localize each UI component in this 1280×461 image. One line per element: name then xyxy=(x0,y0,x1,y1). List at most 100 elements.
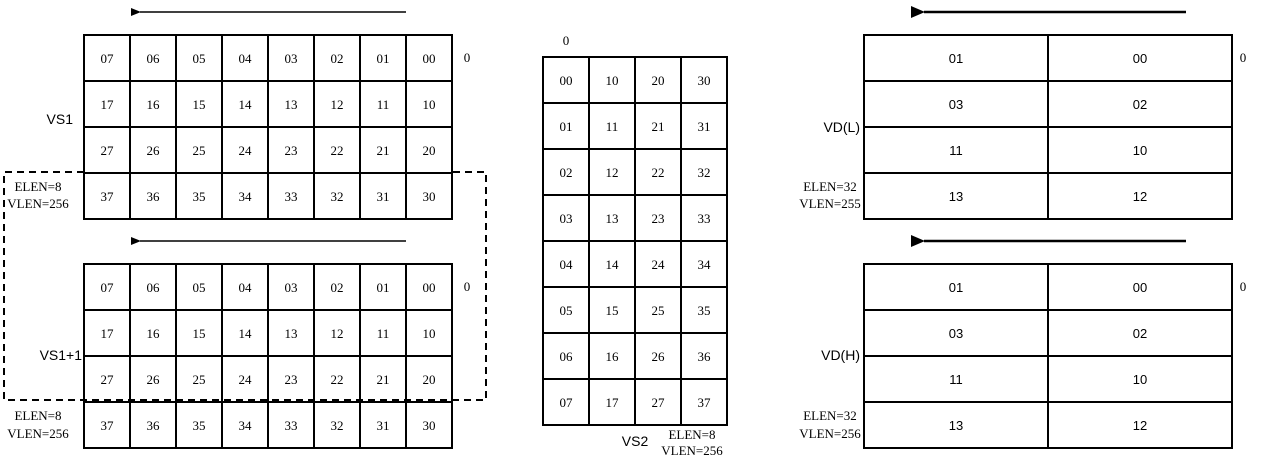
vs2-cell: 21 xyxy=(652,119,665,134)
vs2-cell: 24 xyxy=(652,257,666,272)
vs2-cell: 34 xyxy=(698,257,712,272)
vs1p1-vlen: VLEN=256 xyxy=(7,426,69,441)
vs2-cell: 15 xyxy=(606,303,619,318)
vs2-cell: 01 xyxy=(560,119,573,134)
vs1p1-cell: 36 xyxy=(147,418,161,433)
vs1-elen: ELEN=8 xyxy=(14,179,61,194)
vs1-cell: 34 xyxy=(239,189,253,204)
vdl-cell: 02 xyxy=(1133,97,1147,112)
vs1p1-cell: 15 xyxy=(193,326,206,341)
vdl-elen: ELEN=32 xyxy=(803,179,857,194)
vs1p1-elen: ELEN=8 xyxy=(14,408,61,423)
vs1-cell: 36 xyxy=(147,189,161,204)
vs1-cell: 23 xyxy=(285,143,298,158)
vs2-cell: 32 xyxy=(698,165,711,180)
vs1p1-cell: 30 xyxy=(423,418,436,433)
vs1p1-cell: 16 xyxy=(147,326,161,341)
vs1p1-cell: 26 xyxy=(147,372,161,387)
vs1-cell: 05 xyxy=(193,51,206,66)
vs1p1-cell: 35 xyxy=(193,418,206,433)
vs1p1-cell: 24 xyxy=(239,372,253,387)
vs2-col-index: 0 xyxy=(563,33,570,48)
vs1-cell: 24 xyxy=(239,143,253,158)
vs1-cell: 07 xyxy=(101,51,115,66)
vs2-cell: 31 xyxy=(698,119,711,134)
vs2-cell: 22 xyxy=(652,165,665,180)
vs2-cell: 11 xyxy=(606,119,619,134)
vs1p1-cell: 32 xyxy=(331,418,344,433)
vs1-cell: 33 xyxy=(285,189,298,204)
vs2-elen: ELEN=8 xyxy=(668,427,715,442)
vs1-cell: 06 xyxy=(147,51,161,66)
vs1p1-cell: 25 xyxy=(193,372,206,387)
vs2-cell: 14 xyxy=(606,257,620,272)
vs1p1-cell: 21 xyxy=(377,372,390,387)
vdh-cell: 02 xyxy=(1133,326,1147,341)
vs1p1-cell: 27 xyxy=(101,372,115,387)
vs2-cell: 04 xyxy=(560,257,574,272)
vs2-cell: 03 xyxy=(560,211,573,226)
vs2-cell: 12 xyxy=(606,165,619,180)
vs1-cell: 37 xyxy=(101,189,115,204)
vs2-cell: 26 xyxy=(652,349,666,364)
vs1p1-label: VS1+1 xyxy=(40,347,83,363)
vs1p1-cell: 12 xyxy=(331,326,344,341)
vdh-cell: 03 xyxy=(949,326,963,341)
vs2-cell: 20 xyxy=(652,73,665,88)
vs1p1-cell: 07 xyxy=(101,280,115,295)
vs1-cell: 31 xyxy=(377,189,390,204)
vdl-cell: 10 xyxy=(1133,143,1147,158)
vdh-vlen: VLEN=256 xyxy=(799,426,861,441)
vs2-cell: 13 xyxy=(606,211,619,226)
vs2-cell: 23 xyxy=(652,211,665,226)
vs2-cell: 10 xyxy=(606,73,619,88)
vs1-cell: 20 xyxy=(423,143,436,158)
vs1-cell: 00 xyxy=(423,51,436,66)
vs1-cell: 10 xyxy=(423,97,436,112)
vs1-label: VS1 xyxy=(47,111,74,127)
vs2-vlen: VLEN=256 xyxy=(661,443,723,458)
vs2-label: VS2 xyxy=(622,433,649,449)
vs2-cell: 30 xyxy=(698,73,711,88)
vdl-label: VD(L) xyxy=(823,119,860,135)
vs2-cell: 33 xyxy=(698,211,711,226)
vs1p1-cell: 23 xyxy=(285,372,298,387)
vs1-cell: 21 xyxy=(377,143,390,158)
vdl-cell: 00 xyxy=(1133,51,1147,66)
vs1-cell: 13 xyxy=(285,97,298,112)
vs2-cell: 25 xyxy=(652,303,665,318)
vdl-cell: 01 xyxy=(949,51,963,66)
vdl-row-index: 0 xyxy=(1240,50,1247,65)
vdl-vlen: VLEN=255 xyxy=(799,196,861,211)
vs1-row-index: 0 xyxy=(464,50,471,65)
vs1-cell: 11 xyxy=(377,97,390,112)
vs2-cell: 36 xyxy=(698,349,712,364)
vdl-cell: 13 xyxy=(949,189,963,204)
vs1-cell: 26 xyxy=(147,143,161,158)
vs1p1-cell: 11 xyxy=(377,326,390,341)
vs1-cell: 04 xyxy=(239,51,253,66)
vs2-cell: 00 xyxy=(560,73,573,88)
vs1-cell: 17 xyxy=(101,97,115,112)
vs1-cell: 22 xyxy=(331,143,344,158)
vs2-cell: 07 xyxy=(560,395,574,410)
vs1p1-cell: 34 xyxy=(239,418,253,433)
vdh-cell: 13 xyxy=(949,418,963,433)
vs1p1-cell: 01 xyxy=(377,280,390,295)
vs2-cell: 05 xyxy=(560,303,573,318)
vs1-cell: 32 xyxy=(331,189,344,204)
vs1p1-cell: 03 xyxy=(285,280,298,295)
vs1-cell: 12 xyxy=(331,97,344,112)
vdh-cell: 12 xyxy=(1133,418,1147,433)
vs1-cell: 16 xyxy=(147,97,161,112)
vs1-vlen: VLEN=256 xyxy=(7,196,69,211)
vs1-cell: 30 xyxy=(423,189,436,204)
vs1p1-cell: 10 xyxy=(423,326,436,341)
vs1p1-cell: 17 xyxy=(101,326,115,341)
